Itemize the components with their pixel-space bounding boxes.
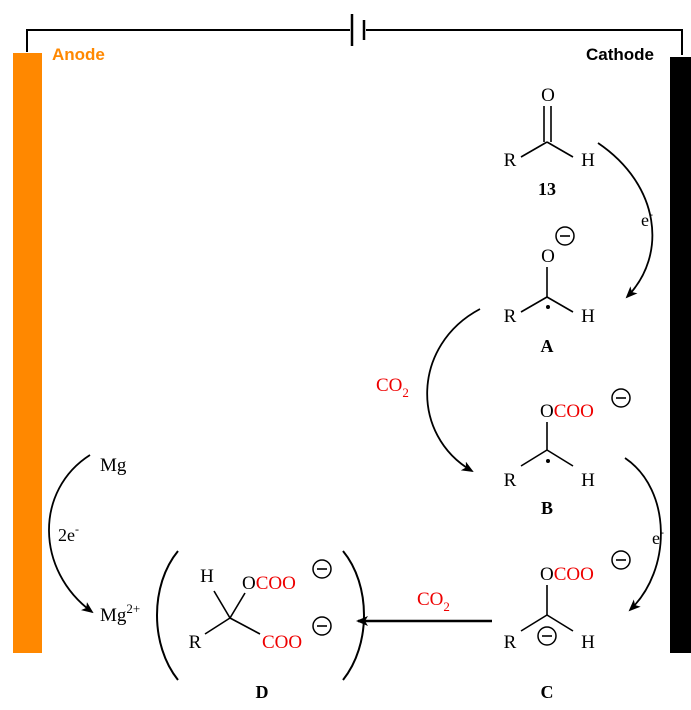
mg-metal: Mg — [100, 455, 127, 476]
bond-r — [520, 614, 548, 632]
bond-r — [520, 296, 548, 313]
two-electron-sup: - — [75, 522, 79, 536]
atom-o: O — [540, 564, 554, 585]
anode-label: Anode — [52, 45, 105, 64]
atom-o: O — [541, 85, 555, 106]
compound-d: Mg2+ H OCOO R COO D — [100, 550, 365, 702]
negative-charge-circle — [312, 616, 332, 636]
bond-h — [546, 449, 574, 467]
cathode-label: Cathode — [586, 45, 654, 64]
carbanion-charge-circle — [537, 626, 557, 646]
carbonate-group: OCOO — [540, 564, 594, 585]
co2-base: CO — [376, 375, 402, 396]
bond-r — [520, 141, 548, 158]
atom-h: H — [581, 150, 595, 171]
anode-reaction: Mg 2e- — [48, 454, 127, 614]
bond-h — [546, 141, 574, 158]
atom-r: R — [504, 150, 517, 171]
atom-o: O — [541, 246, 555, 267]
compound-13: O R H 13 — [504, 85, 595, 199]
compound-b: OCOO R H B — [504, 388, 631, 518]
electron-sup: - — [660, 525, 664, 539]
bond-h — [546, 614, 574, 632]
bond-o — [229, 592, 246, 619]
compound-c-label: C — [541, 682, 554, 702]
circuit — [26, 14, 683, 55]
two-electron-label: 2e- — [58, 522, 79, 545]
negative-charge-circle — [555, 226, 575, 246]
atom-o: O — [242, 573, 256, 594]
atom-r: R — [504, 470, 517, 491]
bond-h — [213, 590, 231, 619]
mg-ion: Mg2+ — [100, 601, 140, 626]
electron-base: e — [641, 210, 649, 230]
arrow-co2-addition — [426, 308, 481, 473]
co2-label-2: CO2 — [417, 589, 450, 614]
coo-fragment: COO — [554, 564, 594, 585]
bracket-right — [342, 550, 365, 681]
compound-a: O R H A — [504, 226, 595, 356]
atom-h: H — [581, 632, 595, 653]
mg-symbol: Mg — [100, 605, 127, 626]
compound-b-label: B — [541, 498, 553, 518]
atom-r: R — [189, 632, 202, 653]
co2-base: CO — [417, 589, 443, 610]
electron-label-2: e- — [652, 525, 664, 548]
two-electron-base: 2e — [58, 525, 75, 545]
compound-a-label: A — [541, 336, 554, 356]
compound-d-label: D — [256, 682, 269, 702]
atom-o: O — [540, 401, 554, 422]
co2-sub: 2 — [443, 599, 450, 614]
anode-electrode — [13, 53, 42, 653]
compound-13-label: 13 — [538, 179, 556, 199]
carbonate-group: OCOO — [242, 573, 296, 594]
co2-sub: 2 — [402, 385, 409, 400]
cathode-electrode — [670, 57, 691, 653]
electron-base: e — [652, 528, 660, 548]
atom-h: H — [200, 566, 214, 587]
carboxylate-group: COO — [262, 632, 302, 653]
bond-h — [546, 296, 574, 313]
coo-fragment: COO — [256, 573, 296, 594]
electron-sup: - — [649, 207, 653, 221]
carbonate-group: OCOO — [540, 401, 594, 422]
negative-charge-circle — [611, 388, 631, 408]
arrow-reduction-1 — [597, 142, 654, 299]
circuit-wire-right — [366, 29, 683, 55]
negative-charge-circle — [312, 559, 332, 579]
electron-label-1: e- — [641, 207, 653, 230]
circuit-wire-left — [26, 29, 350, 52]
bond-r — [520, 449, 548, 467]
atom-r: R — [504, 306, 517, 327]
atom-h: H — [581, 470, 595, 491]
arrow-mg-oxidation — [48, 454, 94, 614]
mg-charge: 2+ — [126, 601, 140, 616]
negative-charge-circle — [611, 550, 631, 570]
atom-r: R — [504, 632, 517, 653]
co2-label-1: CO2 — [376, 375, 409, 400]
compound-c: OCOO R H C — [504, 550, 631, 702]
bracket-left — [156, 550, 179, 681]
radical-dot — [546, 459, 550, 463]
bond-r — [204, 617, 231, 635]
atom-h: H — [581, 306, 595, 327]
coo-fragment: COO — [554, 401, 594, 422]
arrow-reduction-2 — [624, 457, 662, 612]
bond-coo — [229, 617, 261, 635]
radical-dot — [546, 305, 550, 309]
